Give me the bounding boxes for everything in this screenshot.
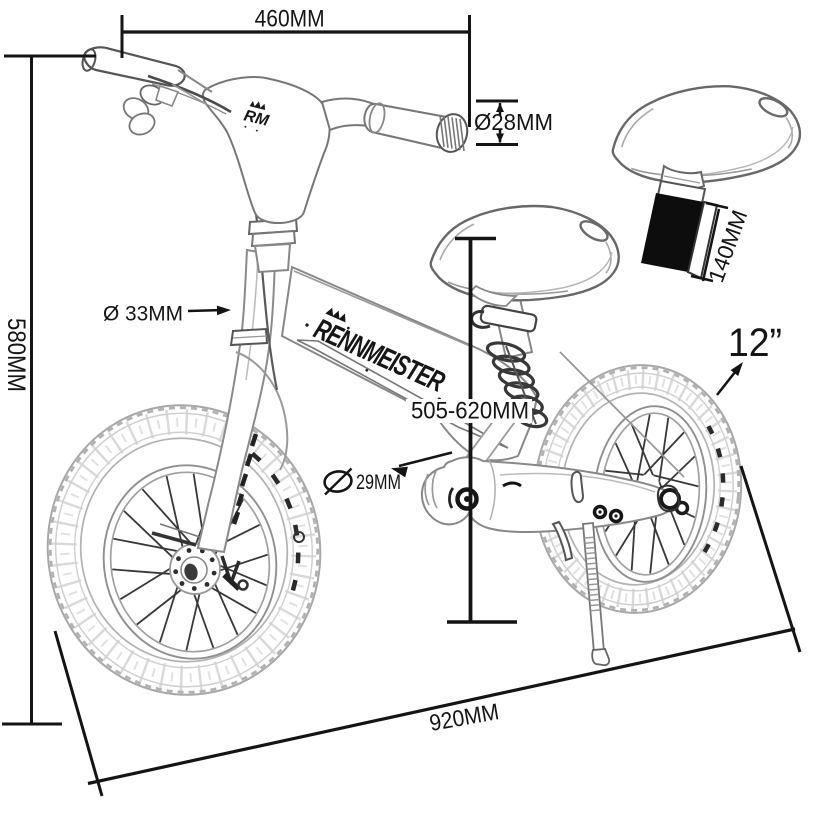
- svg-text:12”: 12”: [728, 321, 782, 365]
- svg-text:505-620MM: 505-620MM: [411, 398, 529, 425]
- svg-text:Ø28MM: Ø28MM: [474, 109, 553, 135]
- svg-text:460MM: 460MM: [255, 6, 325, 33]
- svg-text:29MM: 29MM: [356, 471, 401, 494]
- svg-text:Ø 33MM: Ø 33MM: [103, 303, 183, 326]
- svg-text:580MM: 580MM: [2, 318, 30, 392]
